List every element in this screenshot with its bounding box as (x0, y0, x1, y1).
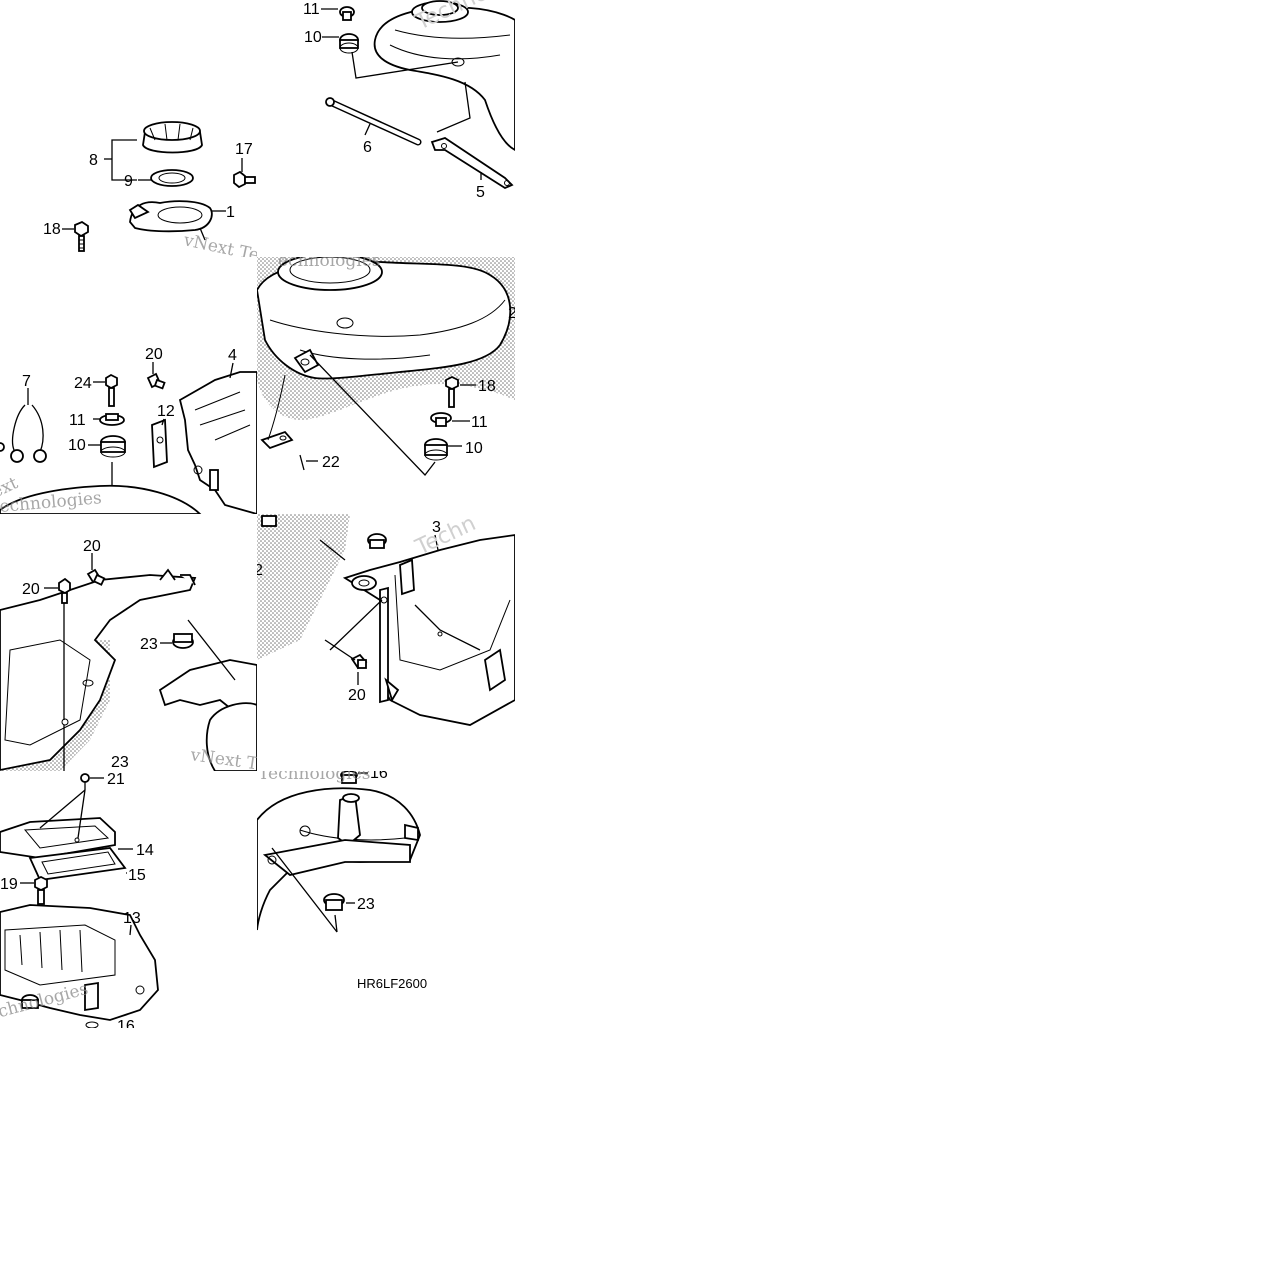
callout-16: 16 (117, 1018, 135, 1035)
callout-24: 24 (74, 375, 92, 392)
callout-9: 9 (124, 173, 133, 190)
callout-20: 20 (22, 581, 40, 598)
callout-15: 15 (128, 867, 146, 884)
callout-10: 10 (304, 29, 322, 46)
callout-13: 13 (123, 910, 141, 927)
tile-battery-box: 21 14 15 19 13 16 echnologies (0, 771, 159, 1035)
callout-18: 18 (478, 378, 496, 395)
callout-16: 16 (370, 765, 388, 782)
tile-tray: 3 2 20 Techn (254, 514, 515, 726)
callout-23: 23 (140, 636, 158, 653)
callout-11: 11 (303, 1, 320, 18)
callout-14: 14 (136, 842, 154, 859)
callout-11: 11 (69, 412, 86, 429)
callout-23: 23 (111, 754, 129, 771)
callout-4: 4 (228, 347, 237, 364)
callout-20: 20 (145, 346, 163, 363)
callout-6: 6 (363, 139, 372, 156)
callout-23: 23 (357, 896, 375, 913)
tile-fuel-cap: FR. 8 9 17 1 18 vNext Te (43, 121, 316, 266)
front-marker: FR. (286, 182, 317, 208)
callout-7: 7 (22, 373, 31, 390)
callout-12: 12 (157, 403, 175, 420)
callout-20: 20 (83, 538, 101, 555)
callout-8: 8 (89, 152, 98, 169)
callout-19: 19 (0, 876, 18, 893)
callout-1: 1 (226, 204, 235, 221)
tile-side-cover: 20 20 23 23 vNext Tech (0, 538, 257, 771)
callout-2: 2 (508, 305, 517, 322)
callout-17: 17 (235, 141, 253, 158)
tile-frame-mount: 16 23 Technologies HR6LF2600 (257, 764, 427, 991)
callout-3: 3 (432, 519, 441, 536)
watermark: Technologies (258, 764, 371, 784)
tile-tank-top: 11 10 6 5 Technolo (303, 0, 515, 201)
callout-2: 2 (254, 562, 263, 579)
callout-18: 18 (43, 221, 61, 238)
front-arrow-icon: FR. (262, 182, 316, 225)
callout-10: 10 (465, 440, 483, 457)
callout-5: 5 (476, 184, 485, 201)
tile-tank-side: 2 18 11 10 22 echnologies (257, 251, 517, 476)
callout-20: 20 (348, 687, 366, 704)
callout-21: 21 (107, 771, 125, 788)
watermark: echnologies (278, 251, 381, 271)
callout-10: 10 (68, 437, 86, 454)
callout-22: 22 (322, 454, 340, 471)
tile-bracket: 7 24 20 4 11 12 10 ext echnologies (0, 346, 257, 514)
callout-11: 11 (471, 414, 488, 431)
watermark: vNext Te (181, 230, 261, 266)
diagram-code: HR6LF2600 (357, 976, 427, 991)
